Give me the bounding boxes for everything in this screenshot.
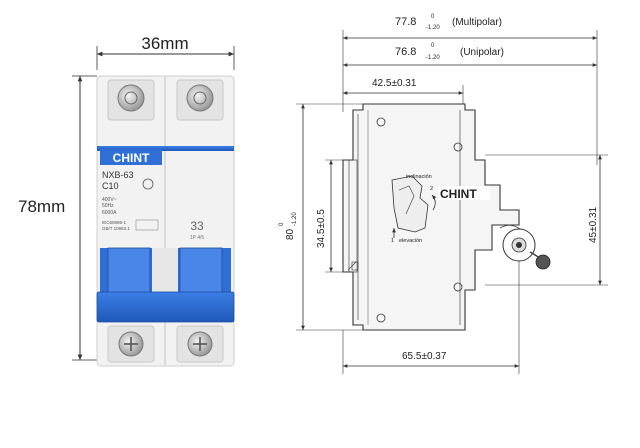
inclination-label: inclinación [406, 174, 432, 180]
brand-label: CHINT [113, 151, 150, 165]
svg-text:0: 0 [431, 14, 435, 20]
svg-text:-1.20: -1.20 [426, 25, 440, 31]
dim-multipolar-value: 77.8 [395, 16, 416, 28]
pole-sticker-label: 33 [190, 219, 204, 233]
din-clip-detail [391, 175, 429, 233]
dim-height-value: 80 [285, 228, 296, 240]
brand-badge [100, 149, 162, 165]
dim-unipolar-value: 76.8 [395, 46, 416, 58]
handle-bar [96, 291, 235, 323]
top-right-screw-icon [186, 84, 214, 112]
top-left-screw-icon [117, 84, 145, 112]
svg-text:-1.20: -1.20 [292, 212, 298, 226]
svg-text:-1.20: -1.20 [426, 55, 440, 61]
svg-text:50Hz: 50Hz [102, 203, 114, 209]
left-toggle-handle [107, 247, 151, 297]
cert-mark-icon [142, 178, 154, 190]
front-width-label: 36mm [141, 34, 188, 53]
dim-rail-label: 34.5±0.5 [316, 209, 327, 248]
dim-right-height-label: 45±0.31 [588, 206, 599, 243]
model-label: NXB-63 [102, 170, 134, 180]
svg-text:1P 4/5: 1P 4/5 [190, 235, 205, 241]
svg-text:400V~: 400V~ [102, 197, 117, 203]
dim-top-offset-label: 42.5±0.31 [372, 78, 417, 89]
front-view: 36mm 78mm CHINT NXB-63 C10 400V~ 50Hz 60… [18, 34, 235, 367]
dim-multipolar-note: (Multipolar) [452, 17, 502, 28]
svg-text:6000A: 6000A [102, 210, 117, 216]
dim-bottom-width-label: 65.5±0.37 [402, 351, 447, 362]
rating-label: C10 [102, 181, 119, 191]
side-view-text: 77.8 0 -1.20 (Multipolar) 76.8 0 -1.20 (… [279, 14, 599, 362]
svg-text:GB/T 10963.1: GB/T 10963.1 [102, 226, 130, 231]
front-height-label: 78mm [18, 197, 65, 216]
right-toggle-handle [179, 247, 223, 297]
svg-text:IEC60898-1: IEC60898-1 [102, 220, 127, 225]
svg-text:0: 0 [431, 43, 435, 49]
svg-text:2: 2 [430, 186, 433, 192]
side-body-outline [342, 103, 520, 331]
side-brand-label: CHINT [440, 187, 477, 201]
side-view [296, 30, 608, 374]
svg-text:1: 1 [391, 238, 394, 244]
svg-text:0: 0 [279, 222, 285, 226]
dim-unipolar-note: (Unipolar) [460, 47, 504, 58]
elevation-label: elevación [399, 238, 422, 244]
